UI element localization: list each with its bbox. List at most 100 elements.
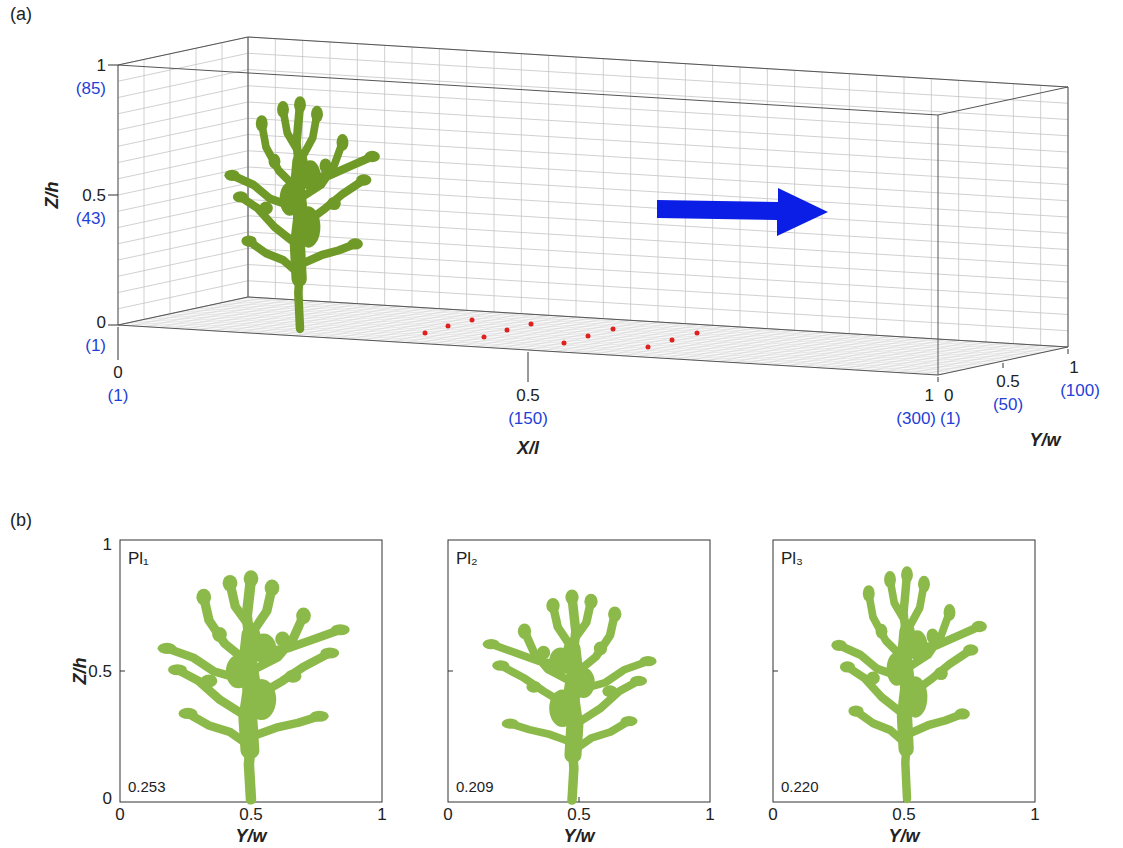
grid-line bbox=[144, 319, 964, 369]
grid-line bbox=[1003, 363, 1004, 368]
grid-line bbox=[118, 118, 248, 146]
grid-line bbox=[248, 265, 1068, 315]
grid-index: (1) bbox=[108, 387, 129, 404]
tick-label: 0 bbox=[97, 314, 106, 331]
grid-line bbox=[938, 347, 1068, 375]
grid-line bbox=[938, 115, 939, 375]
grid-index: (1) bbox=[940, 410, 961, 427]
grid-line bbox=[118, 216, 248, 244]
grid-line bbox=[157, 317, 977, 367]
grid-line bbox=[248, 86, 1068, 136]
grid-line bbox=[209, 305, 1029, 355]
grid-line bbox=[248, 37, 249, 297]
tick-label: 1 bbox=[103, 536, 112, 553]
tick-label: 0.5 bbox=[516, 387, 540, 404]
grid-index: (100) bbox=[1060, 382, 1100, 399]
plant-projection bbox=[483, 589, 657, 800]
panel-letter: (a) bbox=[10, 5, 32, 23]
axis-title: Y/w bbox=[235, 827, 266, 845]
grid-line bbox=[118, 183, 248, 211]
domain-grid bbox=[108, 37, 1068, 382]
grid-line bbox=[125, 324, 945, 374]
grid-line bbox=[118, 70, 248, 98]
grid-index: (150) bbox=[508, 410, 548, 427]
tick-label: 1 bbox=[1030, 806, 1039, 823]
grid-line bbox=[203, 307, 1023, 357]
grid-line bbox=[248, 37, 1068, 87]
grid-line bbox=[138, 321, 958, 371]
grid-index: (300) bbox=[896, 410, 936, 427]
grid-line bbox=[248, 37, 249, 297]
tick-label: 0.5 bbox=[239, 806, 263, 823]
plant-label: Pl₂ bbox=[456, 550, 478, 567]
grid-line bbox=[131, 322, 951, 372]
grid-line bbox=[216, 304, 1036, 354]
grid-line bbox=[118, 232, 248, 260]
grid-index: (1) bbox=[85, 337, 106, 354]
grid-line bbox=[118, 248, 248, 276]
plant-projection bbox=[831, 566, 987, 798]
axis-title: Z/h bbox=[43, 182, 61, 209]
tick-label: 1 bbox=[97, 57, 106, 74]
tick-label: 0 bbox=[103, 790, 112, 807]
grid-line bbox=[118, 281, 248, 309]
grid-index: (43) bbox=[76, 210, 106, 227]
grid-line bbox=[222, 303, 1042, 353]
axis-title: Y/w bbox=[1029, 431, 1060, 449]
grid-line bbox=[118, 37, 248, 65]
grid-line bbox=[248, 216, 1068, 266]
grid-line bbox=[248, 297, 1068, 347]
axis-title: Y/w bbox=[888, 827, 919, 845]
grid-line bbox=[118, 53, 248, 81]
grid-line bbox=[118, 135, 248, 163]
grid-line bbox=[248, 248, 1068, 298]
grid-line bbox=[1068, 349, 1069, 354]
plant-projection bbox=[158, 570, 350, 800]
grid-line bbox=[248, 232, 1068, 282]
plant-3d bbox=[224, 96, 380, 328]
tick-label: 0.5 bbox=[892, 806, 916, 823]
tick-label: 0 bbox=[113, 364, 122, 381]
grid-line bbox=[248, 281, 1068, 331]
grid-line bbox=[118, 102, 248, 130]
grid-line bbox=[528, 352, 529, 382]
tick-label: 0.5 bbox=[82, 187, 106, 204]
axis-title: Z/h bbox=[71, 658, 89, 685]
grid-line bbox=[938, 87, 1068, 115]
grid-line bbox=[118, 297, 248, 325]
tick-label: 0 bbox=[944, 387, 953, 404]
grid-line bbox=[164, 315, 984, 365]
grid-line bbox=[118, 327, 119, 360]
grid-line bbox=[248, 37, 249, 297]
grid-line bbox=[235, 300, 1055, 350]
grid-line bbox=[229, 301, 1049, 351]
porosity-value: 0.220 bbox=[781, 779, 819, 794]
grid-line bbox=[248, 70, 1068, 120]
tick-label: 0.5 bbox=[88, 663, 112, 680]
grid-line bbox=[118, 86, 248, 114]
tick-label: 0.5 bbox=[996, 373, 1020, 390]
tick-label: 0 bbox=[115, 806, 124, 823]
grid-line bbox=[118, 200, 248, 228]
grid-line bbox=[938, 377, 939, 382]
porosity-value: 0.209 bbox=[456, 779, 494, 794]
grid-line bbox=[196, 308, 1016, 358]
grid-line bbox=[1068, 87, 1069, 347]
panel-letter: (b) bbox=[10, 511, 32, 529]
porosity-value: 0.253 bbox=[128, 779, 166, 794]
grid-line bbox=[118, 37, 248, 65]
projection-panels bbox=[120, 540, 1035, 802]
grid-line bbox=[118, 65, 938, 115]
tick-label: 1 bbox=[377, 806, 386, 823]
grid-line bbox=[248, 53, 1068, 103]
tick-label: 0 bbox=[768, 806, 777, 823]
grid-line bbox=[248, 37, 1068, 87]
grid-line bbox=[151, 318, 971, 368]
tick-label: 1 bbox=[1069, 359, 1078, 376]
grid-line bbox=[248, 297, 1068, 347]
grid-line bbox=[108, 65, 118, 66]
grid-index: (85) bbox=[76, 80, 106, 97]
grid-line bbox=[118, 265, 248, 293]
tick-label: 1 bbox=[705, 806, 714, 823]
grid-line bbox=[190, 310, 1010, 360]
